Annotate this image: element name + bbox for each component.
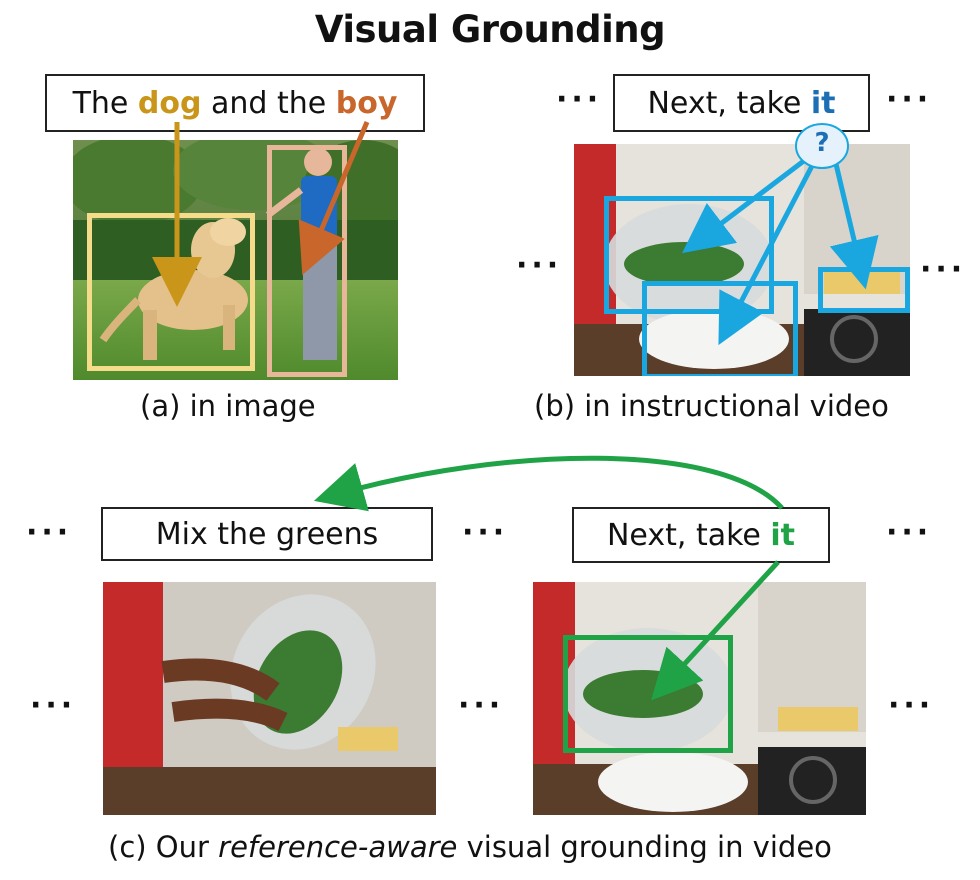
query-a-word-dog: dog — [137, 85, 202, 121]
dots-b-left: ··· — [516, 248, 563, 283]
question-bubble — [795, 123, 849, 169]
query-box-a: The dog and the boy — [45, 74, 425, 132]
caption-b: (b) in instructional video — [534, 389, 889, 423]
query-a-prefix: The — [72, 85, 138, 121]
mixing-greens-photo — [103, 582, 436, 815]
query-box-b: Next, take it — [613, 74, 870, 132]
dots-c-top-right: ··· — [886, 515, 933, 550]
query-b-word-it: it — [810, 85, 836, 121]
blue-arrow-plate — [718, 164, 815, 346]
dog-bounding-box — [87, 213, 255, 371]
query-a-word-boy: boy — [335, 85, 398, 121]
green-grounding-arrow — [651, 560, 780, 701]
kitchen-bowl-photo-c — [533, 582, 866, 815]
blue-arrow-bowl — [682, 158, 807, 254]
query-c-right-prefix: Next, take — [606, 517, 771, 553]
caption-a: (a) in image — [140, 389, 316, 423]
query-box-c-left: Mix the greens — [101, 507, 433, 561]
dots-c-middle: ··· — [458, 688, 505, 723]
dots-b-top-right: ··· — [886, 82, 933, 117]
dots-c-left: ··· — [30, 688, 77, 723]
query-c-right-word-it: it — [770, 517, 796, 553]
caption-c-italic: reference-aware — [218, 830, 458, 864]
query-a-middle: and the — [201, 85, 336, 121]
blue-arrow-cheese — [829, 163, 879, 290]
question-mark: ? — [814, 128, 830, 158]
caption-c-prefix: (c) Our — [108, 830, 219, 864]
query-b-prefix: Next, take — [647, 85, 811, 121]
candidate-box-bowl — [604, 196, 774, 314]
dots-b-top-left: ··· — [556, 82, 603, 117]
query-box-c-right: Next, take it — [572, 507, 830, 563]
dots-b-right: ··· — [920, 252, 967, 287]
caption-c-suffix: visual grounding in video — [457, 830, 832, 864]
candidate-box-plate — [642, 281, 798, 376]
boy-arrow — [298, 121, 370, 276]
dots-c-top-left: ··· — [26, 515, 73, 550]
grounded-box-bowl — [563, 635, 733, 753]
dots-c-right: ··· — [888, 688, 935, 723]
caption-c: (c) Our reference-aware visual grounding… — [108, 830, 832, 864]
figure-title: Visual Grounding — [314, 8, 666, 51]
green-reference-arrow — [313, 455, 784, 512]
dots-c-top-middle: ··· — [462, 515, 509, 550]
query-c-left-text: Mix the greens — [155, 516, 379, 552]
